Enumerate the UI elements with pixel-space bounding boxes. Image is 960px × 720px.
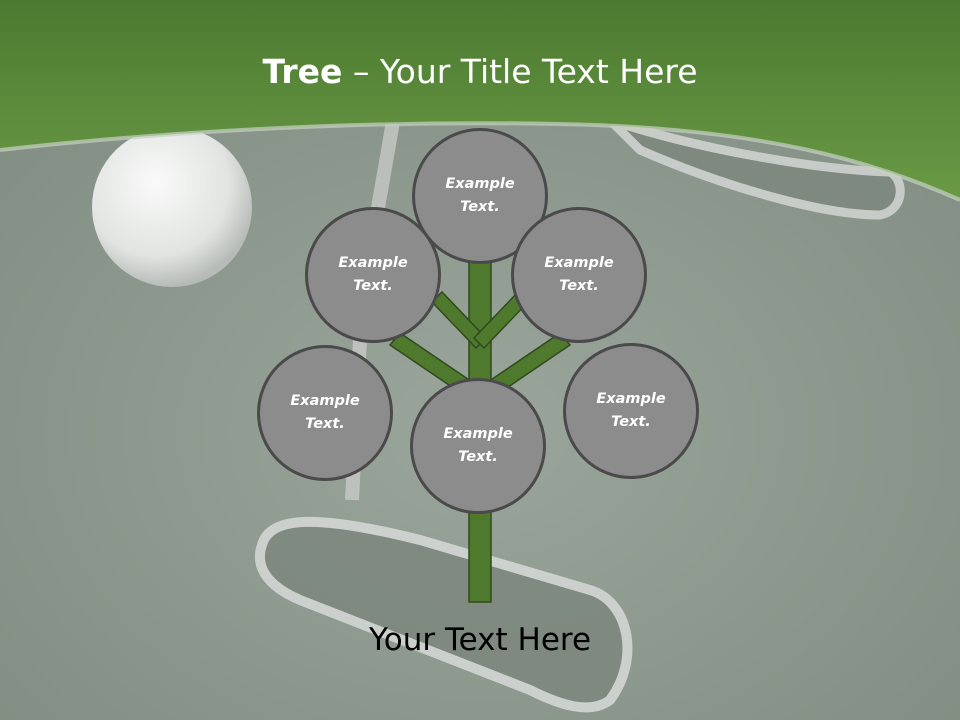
node-text: Example Text.: [596, 391, 666, 430]
tree-node-lower-right: Example Text.: [563, 343, 699, 479]
node-text: Example Text.: [290, 393, 360, 432]
title-rest: – Your Title Text Here: [342, 52, 698, 91]
tree-node-upper-right: Example Text.: [511, 207, 647, 343]
header-band: [0, 0, 960, 200]
golf-ball-icon: [92, 127, 252, 287]
slide-title: Tree – Your Title Text Here: [0, 52, 960, 91]
tree-node-upper-left: Example Text.: [305, 207, 441, 343]
node-text: Example Text.: [544, 255, 614, 294]
title-bold: Tree: [262, 52, 343, 91]
node-text: Example Text.: [338, 255, 408, 294]
node-text: Example Text.: [445, 176, 515, 215]
node-text: Example Text.: [443, 426, 513, 465]
caption-text: Your Text Here: [368, 622, 592, 658]
tree-node-center: Example Text.: [410, 378, 546, 514]
tree-node-lower-left: Example Text.: [257, 345, 393, 481]
